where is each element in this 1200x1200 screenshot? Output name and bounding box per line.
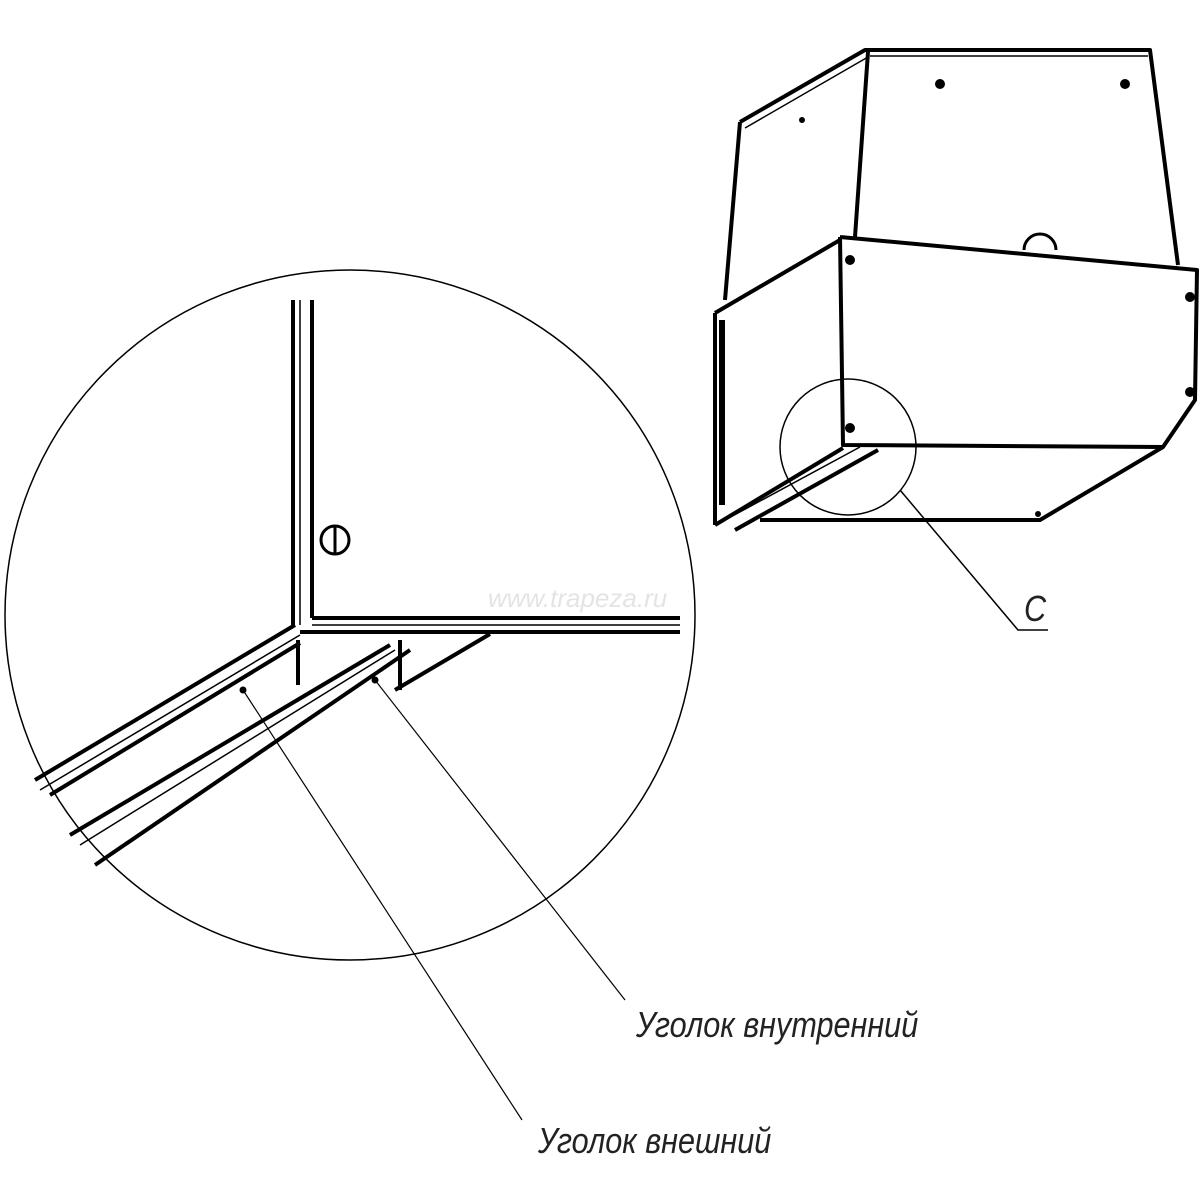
label-outer-corner: Уголок внешний: [538, 1120, 772, 1161]
watermark: www.trapeza.ru: [488, 583, 668, 613]
leader-inner: [374, 679, 626, 1001]
bolt-dots: [799, 79, 1195, 517]
detail-view: [4, 269, 696, 1121]
detail-leader: [899, 489, 1048, 631]
label-inner-corner: Уголок внутренний: [636, 1004, 919, 1045]
detail-label-c: C: [1024, 588, 1047, 629]
detail-circle-small: [779, 378, 917, 516]
leader-outer: [242, 689, 523, 1121]
unit-overview: [713, 48, 1199, 631]
